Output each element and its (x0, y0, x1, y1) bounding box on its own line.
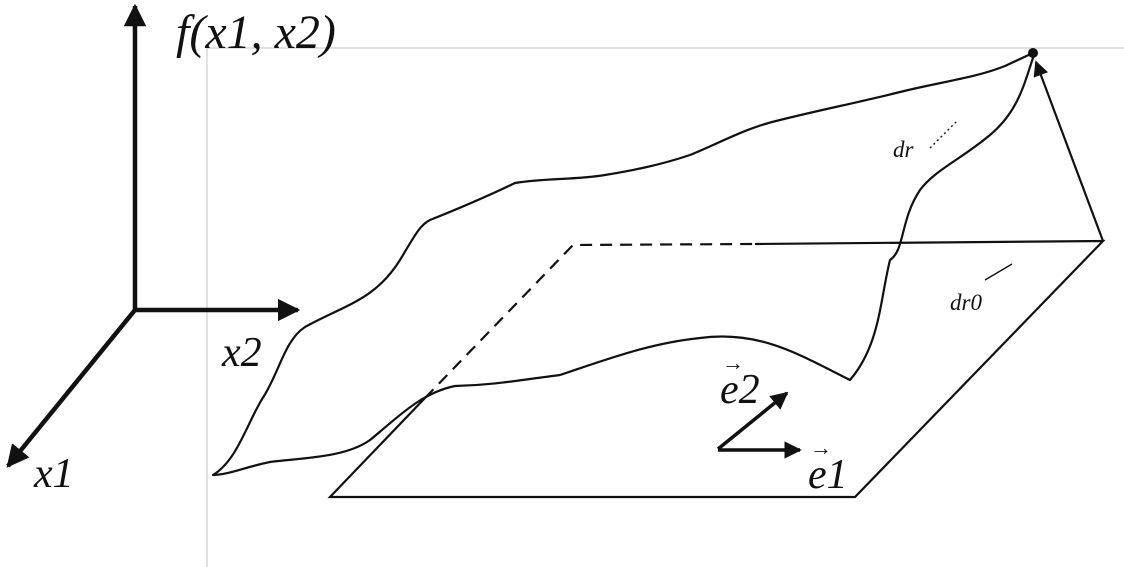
function-label: f(x1, x2) (176, 6, 336, 59)
dr-label: dr (893, 137, 915, 162)
coordinate-axes (6, 3, 301, 468)
base-plane-hidden-edge (424, 242, 756, 399)
dr-leader (929, 119, 959, 149)
base-plane-outline (327, 239, 1106, 499)
surface-outline (211, 50, 1037, 477)
e2-vector-label: e2 (720, 367, 760, 413)
dr-vector-arrow-icon (1033, 60, 1105, 242)
surface-peak-point (1028, 48, 1038, 58)
dr0-label: dr0 (950, 290, 982, 315)
e1-vector-cap-icon: → (810, 435, 832, 460)
base-plane (327, 239, 1106, 499)
e1-vector-label: e1 (808, 452, 848, 498)
e2-vector-cap-icon: → (722, 350, 744, 375)
x1-axis-label: x1 (33, 451, 74, 497)
dr0-leader (984, 263, 1013, 281)
basis-vectors (716, 391, 802, 459)
e2-vector-arrow-icon (716, 391, 789, 451)
x2-axis-label: x2 (221, 330, 262, 376)
x1-axis-arrow-icon (6, 308, 137, 468)
